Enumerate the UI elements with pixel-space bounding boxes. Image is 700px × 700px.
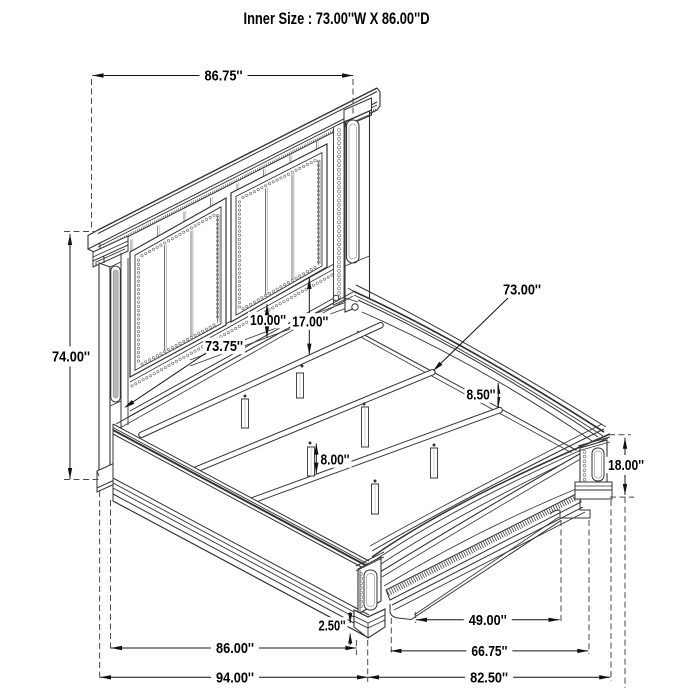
svg-text:Inner Size : 73.00''W X 86.00': Inner Size : 73.00''W X 86.00''D bbox=[244, 10, 430, 28]
svg-text:8.00'': 8.00'' bbox=[321, 453, 350, 469]
svg-text:66.75'': 66.75'' bbox=[471, 644, 507, 660]
svg-text:74.00'': 74.00'' bbox=[52, 350, 90, 366]
svg-text:86.75'': 86.75'' bbox=[205, 69, 243, 85]
svg-text:17.00'': 17.00'' bbox=[292, 315, 328, 331]
svg-text:94.00'': 94.00'' bbox=[216, 670, 254, 686]
svg-text:86.00'': 86.00'' bbox=[216, 641, 254, 657]
svg-text:73.00'': 73.00'' bbox=[503, 283, 541, 299]
svg-text:49.00'': 49.00'' bbox=[469, 613, 507, 629]
svg-text:8.50'': 8.50'' bbox=[467, 388, 496, 404]
svg-text:73.75'': 73.75'' bbox=[205, 339, 243, 355]
svg-text:2.50'': 2.50'' bbox=[319, 619, 346, 635]
svg-text:18.00'': 18.00'' bbox=[608, 458, 644, 474]
svg-text:82.50'': 82.50'' bbox=[470, 670, 508, 686]
svg-text:10.00'': 10.00'' bbox=[250, 313, 286, 329]
